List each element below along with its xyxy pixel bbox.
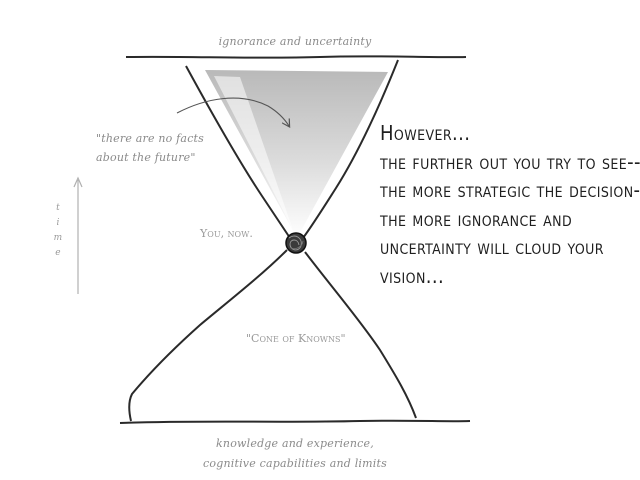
time-axis-letter: m [53,233,63,243]
ignorance-uncertainty-label: ignorance and uncertainty [218,35,372,48]
present-moment-dot [285,232,307,254]
top-horizon-line [125,55,467,59]
lower-left-side [128,249,288,422]
no-facts-quote-line-1: "there are no facts [96,132,205,145]
quote-line-3: the more strategic the decision-- [380,178,640,202]
quote-line-1: However... [380,121,471,145]
upper-left-side [185,65,291,239]
however-quote: However... the further out you try to se… [380,119,640,290]
upper-right-side [302,59,399,239]
lower-right-side [304,251,417,419]
quote-line-5: uncertainty will cloud your [380,235,604,259]
knowledge-experience-line-2: cognitive capabilities and limits [203,457,387,470]
quote-line-2: the further out you try to see-- [380,149,640,174]
time-axis-arrow [73,176,83,294]
quote-line-6: vision... [380,263,445,288]
time-axis-letter: e [55,248,61,258]
knowledge-experience-label: knowledge and experience, cognitive capa… [0,434,590,474]
time-axis-letter: t [56,203,60,213]
pointer-arrow [176,97,289,126]
cone-of-knowns-label: "Cone of Knowns" [246,332,346,345]
time-axis-letter: i [56,218,60,228]
you-now-label: You, now. [200,227,253,240]
future-cone-highlight [214,76,293,230]
bottom-horizon-line [119,419,471,424]
knowledge-experience-line-1: knowledge and experience, [216,437,374,450]
no-facts-quote: "there are no facts about the future" [96,129,216,167]
no-facts-quote-line-2: about the future" [96,151,196,164]
quote-line-4: the more ignorance and [380,206,573,231]
